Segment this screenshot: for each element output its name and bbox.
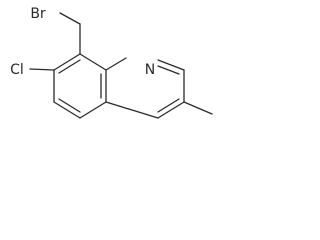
- bond-c8-c8a: [79, 53, 107, 71]
- bond-c5-c6-inner: [58, 98, 81, 113]
- bond-c4-c4a: [105, 101, 159, 119]
- bond-c7-c8: [53, 53, 81, 71]
- chlorine-label: Cl: [10, 62, 24, 78]
- bond-c5-c6: [53, 101, 81, 119]
- bond-c4a-c5: [79, 101, 107, 119]
- bond-n1-c2-inner: [157, 65, 180, 75]
- bond-n1-c2: [157, 59, 185, 71]
- molecule-structure: Br Cl N: [10, 6, 213, 119]
- structure-canvas: Br Cl N: [0, 0, 226, 153]
- bond-c7-cl: [29, 68, 55, 71]
- bond-ch2-br: [59, 12, 81, 25]
- bond-c7-c8-inner: [58, 59, 81, 74]
- bond-c3-methyl: [183, 101, 213, 115]
- bond-c3-c4: [157, 101, 185, 119]
- bond-c8a-n1: [105, 57, 127, 71]
- nitrogen-label: N: [145, 62, 155, 78]
- bond-c3-c4-inner: [157, 98, 180, 113]
- bromine-label: Br: [30, 6, 46, 22]
